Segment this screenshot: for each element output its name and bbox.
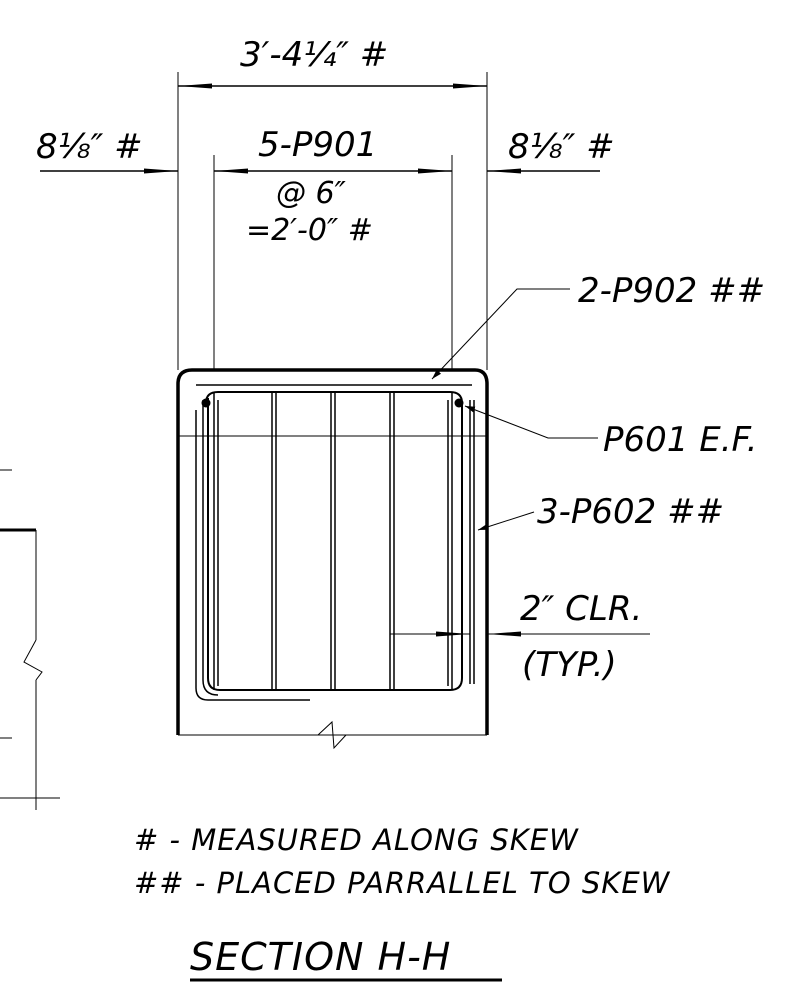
beam-section xyxy=(176,368,489,750)
bars-spacing-label: @ 6″ xyxy=(276,176,347,211)
left-partial-view xyxy=(0,469,60,810)
stirrup-p601 xyxy=(195,391,463,701)
overall-width-label: 3′-4¼″ # xyxy=(240,35,388,75)
callout-top-bars: 2-P902 ## xyxy=(578,271,765,311)
left-edge-label: 8⅛″ # xyxy=(36,127,143,167)
section-title: SECTION H-H xyxy=(190,935,451,979)
vertical-bars-p901 xyxy=(213,392,453,690)
leader-top-bars xyxy=(431,288,570,380)
clearance-note: (TYP.) xyxy=(522,645,617,685)
note-measured-along-skew: # - MEASURED ALONG SKEW xyxy=(134,823,579,857)
leader-corner-bar xyxy=(464,405,598,439)
side-bars-p602 xyxy=(469,400,475,684)
callout-corner-bar: P601 E.F. xyxy=(603,420,757,460)
note-placed-parallel-to-skew: ## - PLACED PARRALLEL TO SKEW xyxy=(134,866,671,900)
bars-total-label: =2′-0″ # xyxy=(246,213,373,248)
clearance-label: 2″ CLR. xyxy=(520,589,642,629)
corner-bar-left xyxy=(201,398,211,408)
callout-side-bars: 3-P602 ## xyxy=(537,492,724,532)
leader-side-bars xyxy=(477,511,535,531)
bars-count-label: 5-P901 xyxy=(258,125,377,165)
corner-bar-right xyxy=(454,398,464,408)
right-edge-label: 8⅛″ # xyxy=(508,127,615,167)
